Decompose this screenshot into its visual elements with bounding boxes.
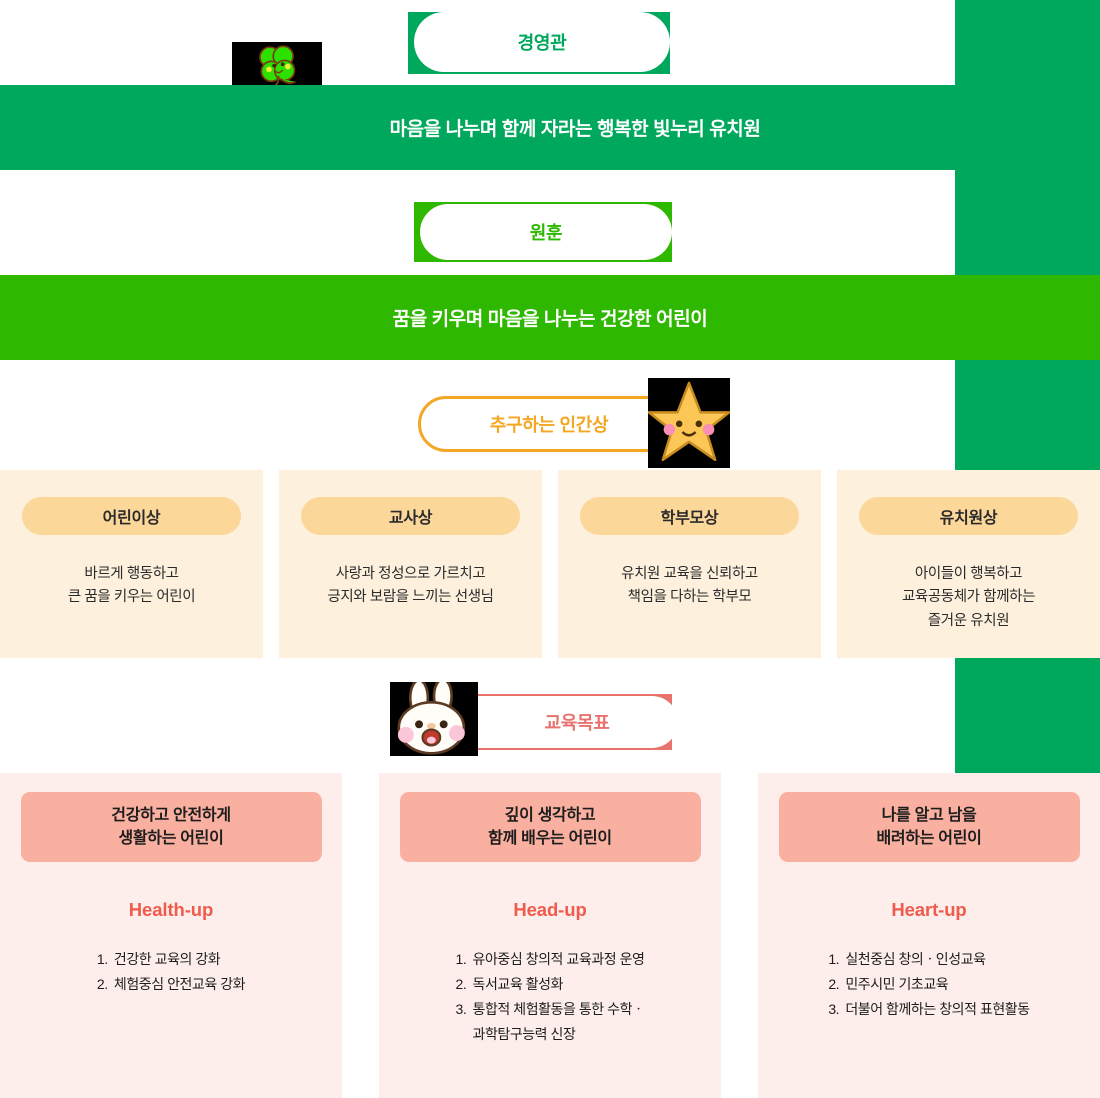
goal-item-number: 3. (828, 1000, 840, 1017)
goal-list-item: 1. 건강한 교육의 강화 (97, 947, 245, 972)
goal-item-number: 1. (455, 951, 467, 967)
motto-pill-label: 원훈 (529, 223, 563, 243)
card-line: 긍지와 보람을 느끼는 선생님 (327, 589, 494, 606)
goal-item-number: 1. (96, 951, 108, 967)
management-pill[interactable]: 경영관 (414, 12, 670, 72)
card-body: 사랑과 정성으로 가르치고 긍지와 보람을 느끼는 선생님 (327, 563, 494, 610)
goal-list-item: 3. 통합적 체험활동을 통한 수학ㆍ 과학탐구능력 신장 (456, 997, 645, 1047)
ideal-person-card: 학부모상 유치원 교육을 신뢰하고 책임을 다하는 학부모 (558, 470, 821, 658)
goal-list: 1. 건강한 교육의 강화 2. 체험중심 안전교육 강화 (96, 947, 246, 997)
ideal-person-cards: 어린이상 바르게 행동하고 큰 꿈을 키우는 어린이 교사상 사랑과 정성으로 … (0, 470, 1100, 658)
goal-column: 깊이 생각하고 함께 배우는 어린이 Head-up 1. 유아중심 창의적 교… (379, 773, 721, 1098)
goal-item-number: 3. (455, 1000, 467, 1017)
goal-item-text: 체험중심 안전교육 강화 (113, 975, 246, 992)
goal-list-item: 3. 더불어 함께하는 창의적 표현활동 (828, 997, 1030, 1022)
card-line: 유치원 교육을 신뢰하고 (621, 566, 758, 582)
motto-pill[interactable]: 원훈 (420, 204, 672, 260)
education-goals-pill-label: 교육목표 (544, 713, 610, 733)
goal-item-number: 2. (455, 975, 467, 992)
goal-item-text: 통합적 체험활동을 통한 수학ㆍ 과학탐구능력 신장 (472, 1000, 645, 1042)
management-banner: 마음을 나누며 함께 자라는 행복한 빛누리 유치원 (0, 85, 1100, 170)
goal-list: 1. 실천중심 창의ㆍ인성교육 2. 민주시민 기초교육 3. 더불어 함께하는… (828, 947, 1030, 1022)
card-title: 교사상 (301, 497, 520, 535)
goal-subtitle: Health-up (128, 899, 214, 920)
card-line: 바르게 행동하고 (84, 566, 179, 582)
goal-item-number: 2. (96, 975, 108, 992)
goal-heading: 깊이 생각하고 함께 배우는 어린이 (399, 792, 701, 862)
education-goals-columns: 건강하고 안전하게 생활하는 어린이 Health-up 1. 건강한 교육의 … (0, 773, 1100, 1098)
goal-item-text: 독서교육 활성화 (472, 975, 564, 992)
bunny-mascot-icon (390, 682, 478, 756)
motto-banner: 꿈을 키우며 마음을 나누는 건강한 어린이 (0, 275, 1100, 360)
motto-banner-text: 꿈을 키우며 마음을 나누는 건강한 어린이 (392, 309, 708, 330)
card-body: 아이들이 행복하고 교육공동체가 함께하는 즐거운 유치원 (902, 563, 1035, 633)
card-title: 학부모상 (580, 497, 799, 535)
goal-list-item: 2. 민주시민 기초교육 (828, 972, 1029, 997)
goal-column: 나를 알고 남을 배려하는 어린이 Heart-up 1. 실천중심 창의ㆍ인성… (758, 773, 1100, 1098)
card-title: 유치원상 (859, 497, 1078, 535)
goal-list-item: 1. 실천중심 창의ㆍ인성교육 (828, 947, 1029, 972)
ideal-person-pill[interactable]: 추구하는 인간상 (418, 396, 680, 452)
goal-list: 1. 유아중심 창의적 교육과정 운영 2. 독서교육 활성화 3. 통합적 체… (456, 947, 645, 1047)
goal-heading: 건강하고 안전하게 생활하는 어린이 (20, 792, 322, 862)
goal-list-item: 2. 독서교육 활성화 (456, 972, 645, 997)
goal-subtitle: Head-up (513, 899, 587, 920)
card-line: 책임을 다하는 학부모 (627, 589, 752, 606)
card-body: 유치원 교육을 신뢰하고 책임을 다하는 학부모 (621, 563, 758, 610)
goal-item-text: 민주시민 기초교육 (845, 975, 949, 992)
card-line: 큰 꿈을 키우는 어린이 (67, 589, 196, 606)
ideal-person-card: 교사상 사랑과 정성으로 가르치고 긍지와 보람을 느끼는 선생님 (279, 470, 542, 658)
goal-item-text: 유아중심 창의적 교육과정 운영 (472, 951, 645, 967)
goal-subtitle: Heart-up (891, 899, 967, 920)
card-line: 교육공동체가 함께하는 (901, 589, 1036, 606)
card-line: 사랑과 정성으로 가르치고 (335, 566, 486, 582)
goal-column: 건강하고 안전하게 생활하는 어린이 Health-up 1. 건강한 교육의 … (0, 773, 342, 1098)
ideal-person-card: 어린이상 바르게 행동하고 큰 꿈을 키우는 어린이 (0, 470, 263, 658)
star-mascot-icon (648, 378, 730, 468)
goal-heading: 나를 알고 남을 배려하는 어린이 (778, 792, 1080, 862)
goal-list-item: 2. 체험중심 안전교육 강화 (96, 972, 246, 997)
management-banner-text: 마음을 나누며 함께 자라는 행복한 빛누리 유치원 (389, 119, 761, 140)
goal-item-number: 1. (828, 951, 840, 967)
card-body: 바르게 행동하고 큰 꿈을 키우는 어린이 (67, 563, 196, 610)
card-line: 아이들이 행복하고 (914, 566, 1023, 582)
goal-item-text: 실천중심 창의ㆍ인성교육 (845, 951, 986, 967)
ideal-person-card: 유치원상 아이들이 행복하고 교육공동체가 함께하는 즐거운 유치원 (837, 470, 1100, 658)
goal-item-text: 건강한 교육의 강화 (113, 951, 221, 967)
goal-item-number: 2. (828, 975, 840, 992)
goal-list-item: 1. 유아중심 창의적 교육과정 운영 (456, 947, 645, 972)
ideal-person-pill-label: 추구하는 인간상 (489, 415, 609, 435)
goal-item-text: 더불어 함께하는 창의적 표현활동 (845, 1000, 1030, 1017)
management-pill-label: 경영관 (517, 33, 567, 53)
card-title: 어린이상 (22, 497, 241, 535)
card-line: 즐거운 유치원 (927, 612, 1010, 629)
